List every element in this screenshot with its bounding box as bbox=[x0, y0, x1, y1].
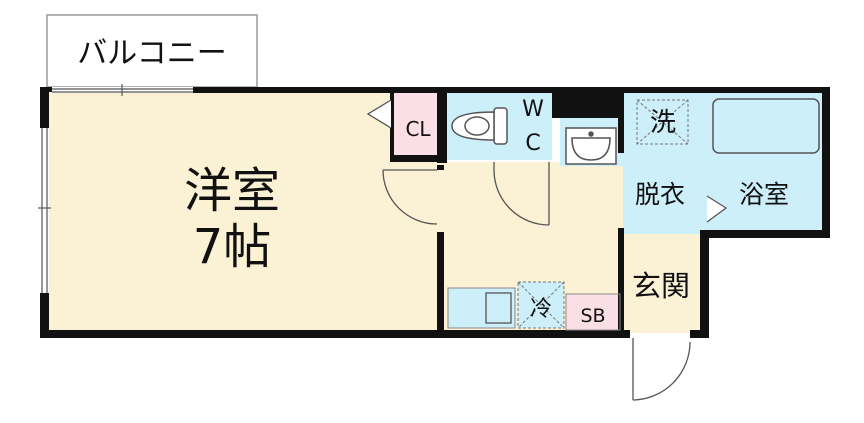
western-room-size: 7帖 bbox=[193, 219, 272, 275]
fridge-space-icon bbox=[517, 281, 565, 329]
kitchen-sink-icon bbox=[485, 292, 512, 324]
left-window bbox=[38, 128, 51, 293]
shoe-box-outline bbox=[565, 293, 621, 331]
balcony-label: バルコニー bbox=[77, 36, 226, 71]
balcony-window bbox=[52, 84, 193, 96]
washer-label: 洗 bbox=[650, 108, 676, 138]
dressing-label: 脱衣 bbox=[635, 180, 685, 209]
washer-space bbox=[636, 99, 689, 145]
toilet-icon bbox=[451, 107, 508, 145]
entrance-label: 玄関 bbox=[632, 269, 690, 303]
doors bbox=[366, 99, 728, 401]
dressing-floor bbox=[623, 93, 707, 234]
western-room-name: 洋室 bbox=[184, 163, 280, 219]
toilet-label-w: W bbox=[522, 97, 544, 122]
western-room-floor bbox=[47, 87, 443, 333]
shoe-box-label: SB bbox=[580, 305, 605, 327]
kitchen-counter-outline bbox=[447, 287, 516, 329]
bathtub-icon bbox=[712, 98, 820, 154]
balcony: バルコニー bbox=[46, 14, 258, 88]
kitchen-counter bbox=[448, 288, 515, 328]
toilet-label-c: C bbox=[525, 131, 540, 156]
bath-label: 浴室 bbox=[739, 180, 789, 209]
entrance-floor bbox=[623, 234, 705, 333]
closet-label: CL bbox=[405, 117, 431, 141]
fridge-label: 冷 bbox=[530, 297, 552, 322]
sink-icon bbox=[565, 127, 617, 165]
shoe-box bbox=[566, 294, 620, 330]
closet-floor bbox=[391, 93, 441, 160]
